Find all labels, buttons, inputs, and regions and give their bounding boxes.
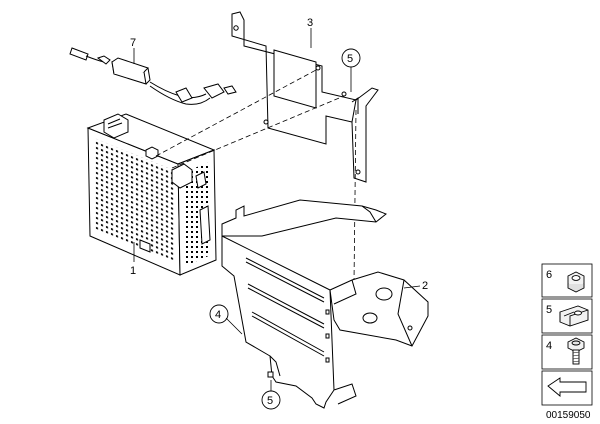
legend-cell-bolt (541, 334, 593, 370)
antenna-cable (69, 47, 237, 105)
legend-number-bolt: 4 (546, 340, 552, 352)
arrow-icon[interactable] (547, 377, 587, 397)
callout-part5-lower: 5 (267, 395, 273, 407)
callout-part7: 7 (130, 37, 136, 49)
control-unit-box (86, 113, 217, 276)
parts-legend: 6 5 4 00159050 (541, 263, 593, 421)
diagram-reference-number: 00159050 (546, 410, 591, 421)
legend-number-clip-nut: 5 (546, 304, 552, 316)
callout-part4: 4 (215, 309, 221, 321)
callout-part2: 2 (422, 280, 428, 292)
callout-circle-part4 (209, 304, 229, 324)
leader-line-part4 (225, 317, 243, 335)
callout-part5-upper: 5 (347, 53, 353, 65)
upper-bracket (231, 11, 379, 183)
dashed-alignment-lines (155, 69, 357, 283)
hex-bolt-icon (567, 337, 585, 365)
leader-line-part2 (403, 285, 421, 289)
hex-nut-icon (567, 271, 585, 293)
callout-part3: 3 (307, 17, 313, 29)
lower-bracket (221, 199, 429, 409)
legend-number-nut: 6 (546, 269, 552, 281)
spring-clip-nut-icon (559, 305, 589, 327)
callout-part1: 1 (130, 265, 136, 277)
